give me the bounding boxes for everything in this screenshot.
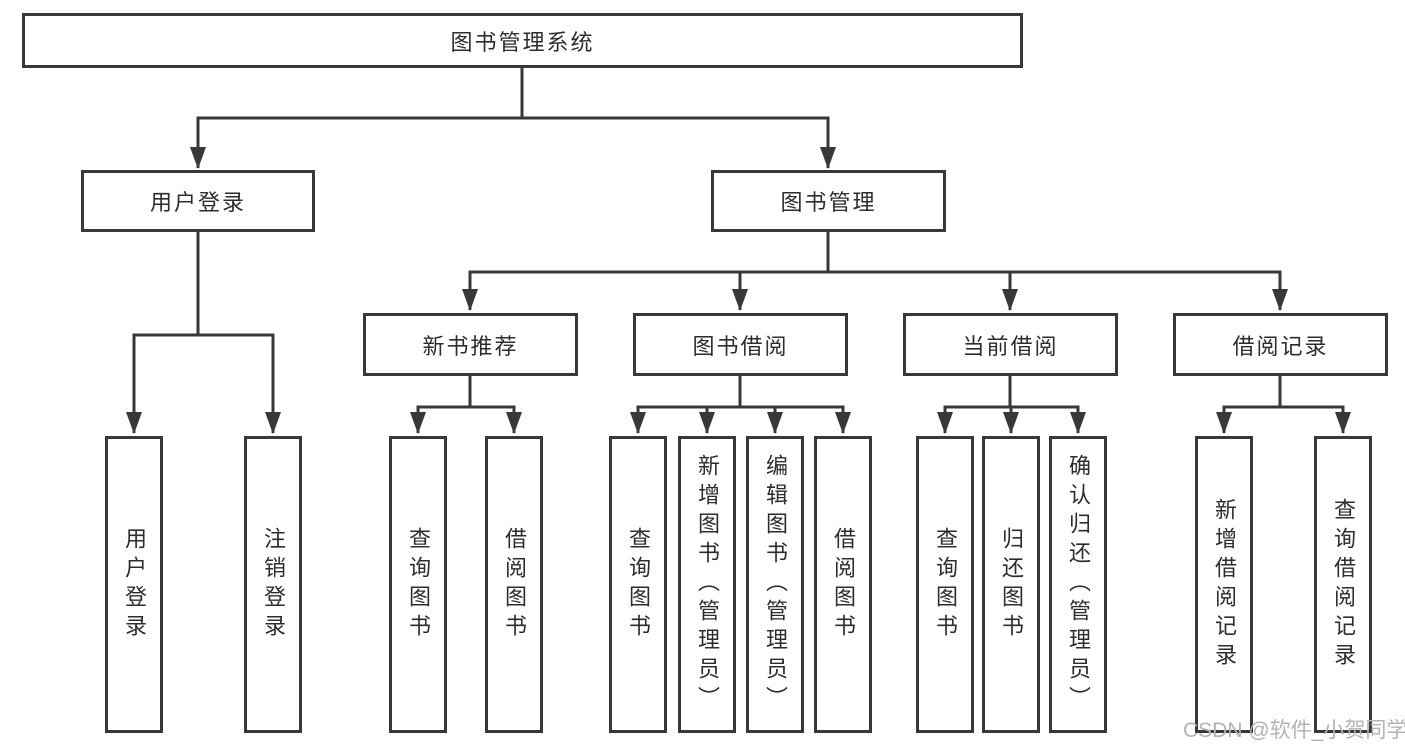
leaf-add-books-admin: 新增图书（管理员） <box>678 436 736 733</box>
leaf-search-books-recommend-label: 查询图书 <box>406 526 431 643</box>
leaf-add-borrowing-record: 新增借阅记录 <box>1195 436 1253 733</box>
leaf-search-books-current-label: 查询图书 <box>933 526 958 643</box>
node-current-borrowing-label: 当前借阅 <box>962 333 1059 359</box>
leaf-confirm-return-admin: 确认归还（管理员） <box>1049 436 1107 733</box>
leaf-search-borrowing-record-label: 查询借阅记录 <box>1331 497 1356 672</box>
node-user-login: 用户登录 <box>81 170 315 232</box>
leaf-search-borrowing-record: 查询借阅记录 <box>1314 436 1372 733</box>
node-current-borrowing: 当前借阅 <box>903 313 1118 376</box>
node-borrowing-records: 借阅记录 <box>1173 313 1388 376</box>
leaf-search-books-borrow: 查询图书 <box>609 436 667 733</box>
node-root-system: 图书管理系统 <box>22 13 1023 68</box>
node-book-borrowing: 图书借阅 <box>633 313 848 376</box>
leaf-borrow-books-label: 借阅图书 <box>831 526 856 643</box>
leaf-return-books: 归还图书 <box>982 436 1040 733</box>
node-root-label: 图书管理系统 <box>450 29 595 55</box>
leaf-confirm-return-admin-label: 确认归还（管理员） <box>1066 454 1091 715</box>
leaf-search-books-current: 查询图书 <box>916 436 974 733</box>
node-new-book-recommendation: 新书推荐 <box>363 313 578 376</box>
leaf-borrow-books-recommend-label: 借阅图书 <box>502 526 527 643</box>
leaf-edit-books-admin: 编辑图书（管理员） <box>746 436 804 733</box>
leaf-search-books-recommend: 查询图书 <box>389 436 447 733</box>
leaf-borrow-books-recommend: 借阅图书 <box>485 436 543 733</box>
leaf-logout-label: 注销登录 <box>261 526 286 643</box>
node-book-management: 图书管理 <box>711 170 946 232</box>
node-book-borrowing-label: 图书借阅 <box>692 333 789 359</box>
leaf-add-borrowing-record-label: 新增借阅记录 <box>1212 497 1237 672</box>
leaf-add-books-admin-label: 新增图书（管理员） <box>695 454 720 715</box>
leaf-user-login-label: 用户登录 <box>122 526 147 643</box>
csdn-watermark: CSDN @软件_小贺同学 <box>1183 719 1405 742</box>
node-book-management-label: 图书管理 <box>780 190 877 215</box>
node-user-login-label: 用户登录 <box>149 190 246 215</box>
leaf-logout: 注销登录 <box>244 436 302 733</box>
leaf-return-books-label: 归还图书 <box>999 526 1024 643</box>
leaf-search-books-borrow-label: 查询图书 <box>626 526 651 643</box>
node-borrowing-records-label: 借阅记录 <box>1232 333 1329 359</box>
leaf-borrow-books: 借阅图书 <box>814 436 872 733</box>
leaf-edit-books-admin-label: 编辑图书（管理员） <box>763 454 788 715</box>
node-new-book-recommendation-label: 新书推荐 <box>422 333 519 359</box>
leaf-user-login: 用户登录 <box>105 436 163 733</box>
